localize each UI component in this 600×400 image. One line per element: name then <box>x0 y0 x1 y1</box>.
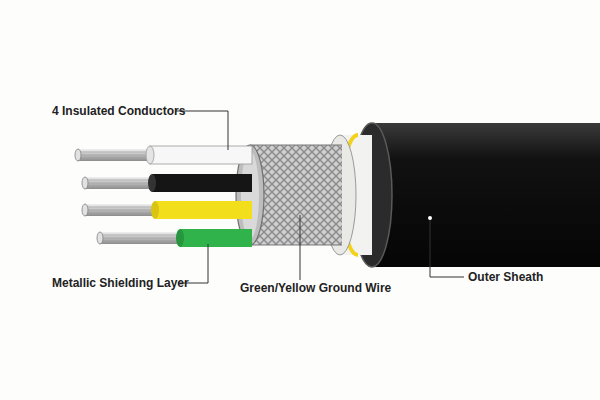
white-conductor <box>75 146 252 164</box>
part-label: 4 Insulated Conductors <box>52 104 185 118</box>
yellow-conductor <box>82 201 252 219</box>
outer-sheath <box>352 123 600 267</box>
part-label: Metallic Shielding Layer <box>52 276 189 290</box>
green-conductor <box>97 229 252 247</box>
part-label: Outer Sheath <box>468 270 543 284</box>
part-label: Green/Yellow Ground Wire <box>240 281 391 295</box>
leader-dot <box>428 216 432 220</box>
black-conductor <box>82 174 252 192</box>
leader-lines <box>176 111 464 283</box>
